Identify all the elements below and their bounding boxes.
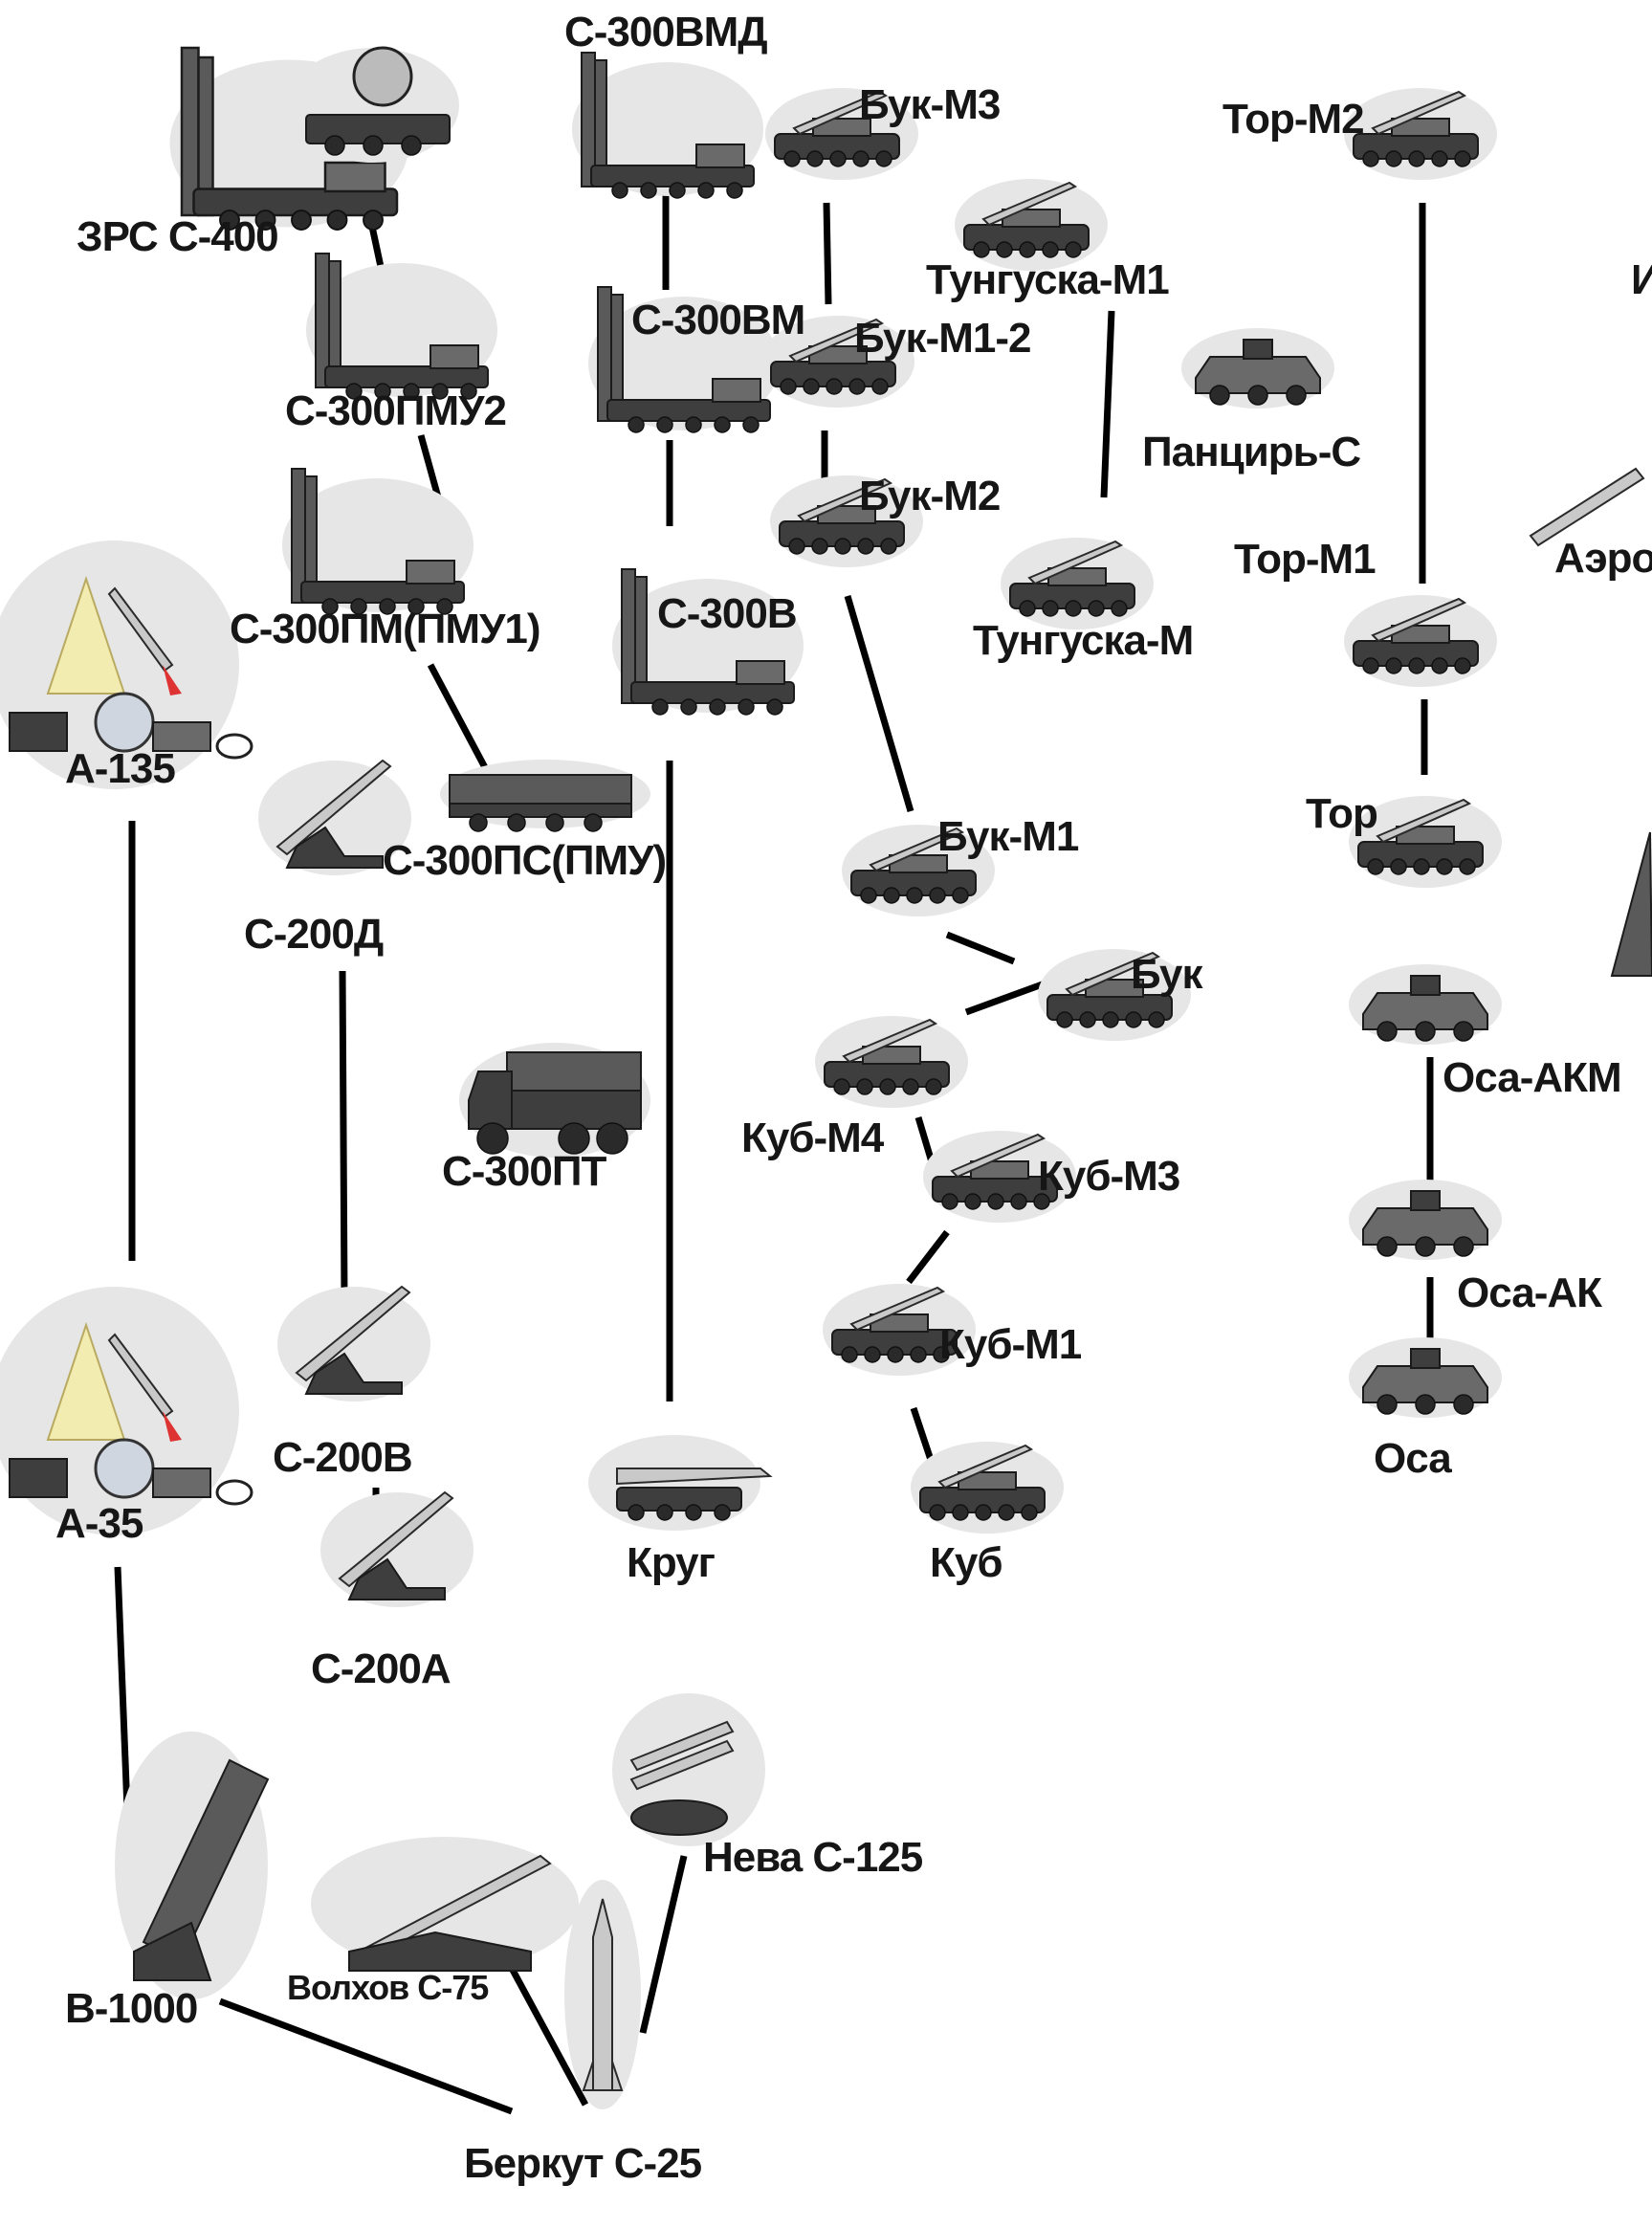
label-osa-ak: Оса-АК xyxy=(1457,1269,1602,1316)
label-s300pt: С-300ПТ xyxy=(442,1148,606,1195)
label-s200v: С-200В xyxy=(273,1434,413,1481)
label-osa-akm: Оса-АКМ xyxy=(1443,1054,1622,1101)
berkut-missile-icon xyxy=(564,1880,641,2109)
label-berkut: Беркут С-25 xyxy=(464,2140,702,2187)
right-edge-launcher-icon xyxy=(1610,831,1652,977)
neva-icon xyxy=(612,1693,765,1846)
s400-radar-icon xyxy=(287,46,459,163)
label-pantsir-s: Панцирь-С xyxy=(1142,429,1361,475)
label-buk-m1: Бук-М1 xyxy=(937,813,1079,860)
label-v1000: В-1000 xyxy=(65,1985,198,2032)
kub-icon xyxy=(910,1441,1065,1534)
label-tor: Тор xyxy=(1306,790,1378,837)
label-buk-m1-2: Бук-М1-2 xyxy=(854,315,1031,362)
label-a35: А-35 xyxy=(55,1500,143,1547)
label-s300ps: С-300ПС(ПМУ) xyxy=(383,837,667,884)
label-tunguska-m: Тунгуска-М xyxy=(973,617,1194,664)
label-kub: Куб xyxy=(930,1539,1003,1586)
label-osa: Оса xyxy=(1374,1435,1452,1482)
label-s300pm: С-300ПМ(ПМУ1) xyxy=(230,606,541,652)
s300pmu2-icon xyxy=(305,253,498,400)
label-kub-m1: Куб-М1 xyxy=(939,1321,1082,1368)
osa-ak-icon xyxy=(1348,1179,1503,1261)
s300pm-icon xyxy=(281,468,474,615)
label-tunguska-m1: Тунгуска-М1 xyxy=(926,256,1170,303)
s300ps-icon xyxy=(440,760,650,832)
label-buk-m3: Бук-М3 xyxy=(859,81,1001,128)
label-cut-right-mid: Аэро xyxy=(1554,535,1652,582)
equipment-icons xyxy=(0,46,1652,2109)
label-neva: Нева С-125 xyxy=(703,1834,923,1881)
label-s400: ЗРС С-400 xyxy=(77,213,279,260)
label-cut-right-top: И xyxy=(1631,256,1652,303)
osa-icon xyxy=(1348,1336,1503,1419)
label-buk-m2: Бук-М2 xyxy=(859,473,1001,519)
a35-icon xyxy=(0,1285,253,1537)
label-s200d: С-200Д xyxy=(244,911,384,958)
label-buk: Бук xyxy=(1131,951,1203,998)
label-kub-m4: Куб-М4 xyxy=(741,1114,884,1161)
label-tor-m2: Тор-М2 xyxy=(1222,96,1365,143)
right-edge-missile-icon xyxy=(1529,467,1645,547)
s200v-icon xyxy=(276,1286,431,1402)
v1000-icon xyxy=(115,1732,270,1999)
label-s300vmd: С-300ВМД xyxy=(564,9,768,55)
label-krug: Круг xyxy=(627,1539,716,1586)
tor-m1-icon xyxy=(1343,594,1498,688)
tor-m2-icon xyxy=(1343,87,1498,181)
label-s300vm: С-300ВМ xyxy=(631,297,805,343)
volkhov-icon xyxy=(311,1837,579,1972)
s300vmd-icon xyxy=(571,52,764,199)
label-a135: А-135 xyxy=(65,745,176,792)
label-s200a: С-200А xyxy=(311,1645,452,1692)
label-s300v: С-300В xyxy=(657,590,798,637)
label-s300pmu2: С-300ПМУ2 xyxy=(285,387,507,434)
tunguska-m-icon xyxy=(1000,537,1155,630)
osa-akm-icon xyxy=(1348,963,1503,1046)
kub-m4-icon xyxy=(814,1015,969,1109)
label-volkhov: Волхов С-75 xyxy=(287,1968,489,2007)
pantsir-s-icon xyxy=(1180,327,1335,409)
label-tor-m1: Тор-М1 xyxy=(1234,536,1377,583)
krug-icon xyxy=(588,1435,773,1531)
label-kub-m3: Куб-М3 xyxy=(1038,1153,1180,1200)
s300pt-icon xyxy=(459,1043,650,1158)
s200a-icon xyxy=(319,1491,474,1608)
